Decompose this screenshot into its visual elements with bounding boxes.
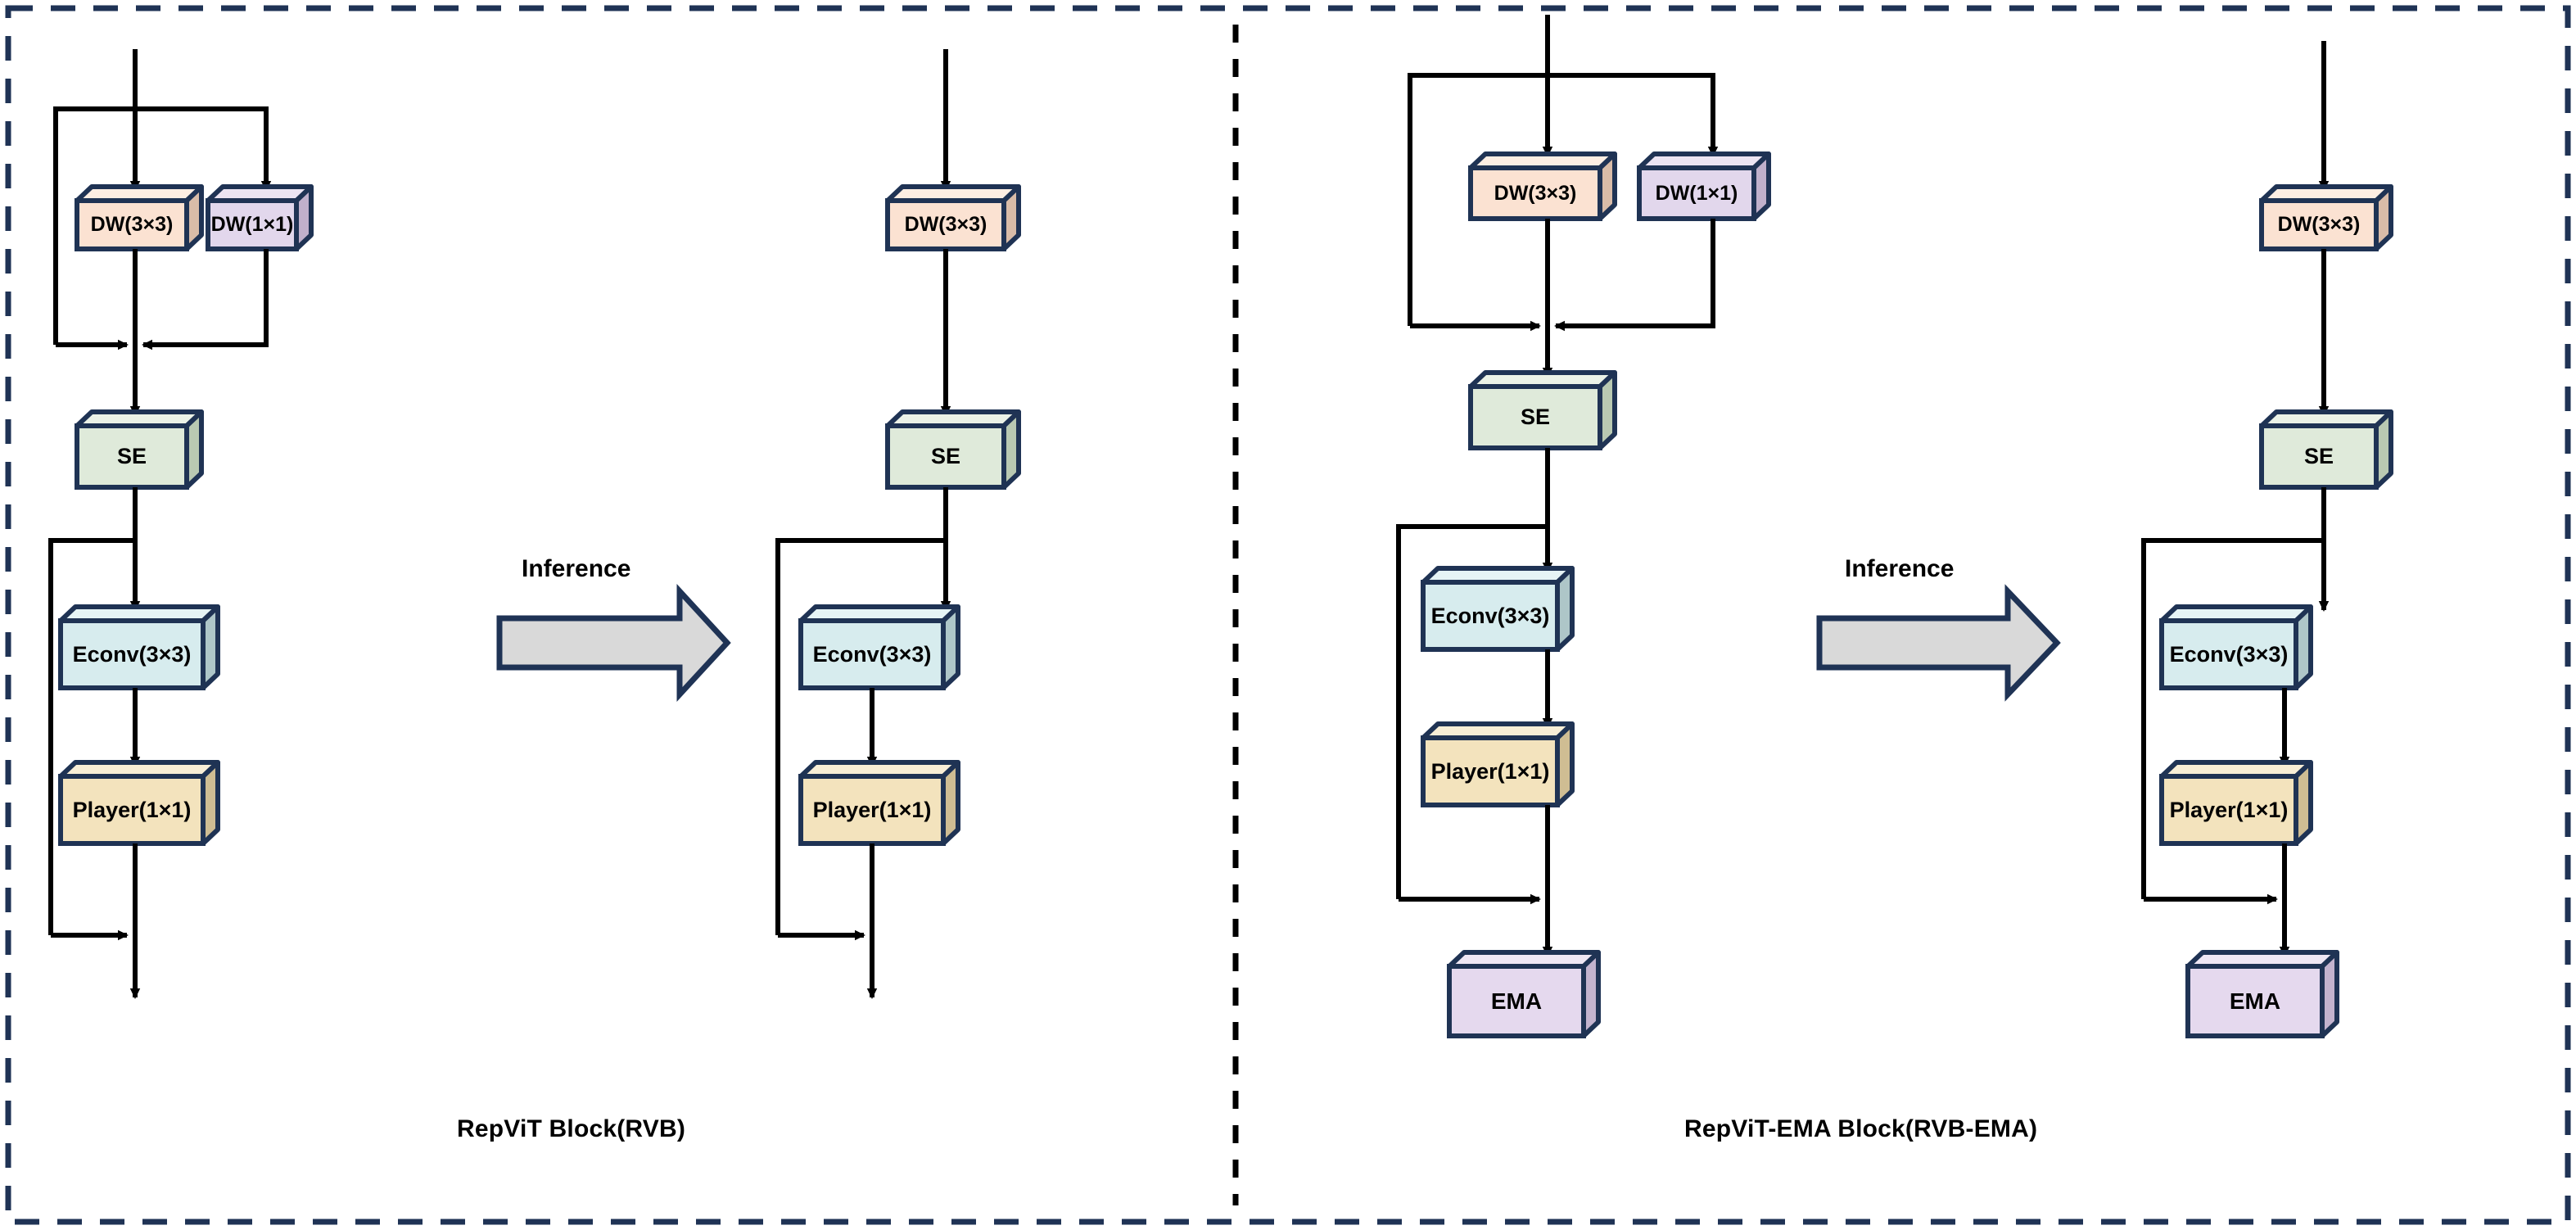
right-train-se-shape [1468, 370, 1617, 450]
panel-caption-rvb-ema: RepViT-EMA Block(RVB-EMA) [1684, 1115, 2038, 1142]
inference-arrow-label: Inference [1845, 555, 1955, 582]
left-train-dw3x3-shape [75, 184, 204, 251]
left-train-residual-down [48, 538, 135, 935]
right-train-dw3x3-shape [1468, 151, 1617, 221]
left-train-se-shape [75, 409, 204, 490]
right-inf-player-shape [2159, 760, 2313, 846]
left-inference-block-arrow [496, 584, 731, 702]
right-inf-se-shape [2259, 409, 2393, 490]
right-inf-ema-shape [2185, 950, 2339, 1038]
right-train-player-shape [1421, 721, 1575, 807]
left-inf-se-shape [885, 409, 1021, 490]
outer-dashed-border [5, 5, 2571, 1225]
left-train-dw1x1-shape [206, 184, 314, 251]
right-train-branch-bus [1548, 73, 1719, 157]
right-inf-econv-shape [2159, 604, 2313, 690]
left-train-dw1x1-merge [142, 249, 269, 350]
left-train-branch-bus [135, 106, 272, 192]
left-train-branch-bus-left [53, 106, 135, 345]
right-inf-residual-down [2141, 538, 2324, 899]
right-inference-block-arrow [1816, 584, 2061, 702]
left-inf-residual-down [775, 538, 946, 935]
left-inf-dw3x3-shape [885, 184, 1021, 251]
right-train-branch-bus-left [1408, 73, 1548, 326]
left-train-econv-shape [58, 604, 220, 690]
right-train-dw1x1-shape [1637, 151, 1771, 221]
right-train-dw1x1-merge [1554, 219, 1715, 332]
right-train-ema-shape [1447, 950, 1601, 1038]
right-train-residual-down [1396, 524, 1548, 899]
inference-arrow-label: Inference [522, 555, 631, 582]
right-inf-dw3x3-shape [2259, 184, 2393, 251]
left-train-player-shape [58, 760, 220, 846]
panel-caption-rvb: RepViT Block(RVB) [457, 1115, 686, 1142]
left-inf-player-shape [798, 760, 960, 846]
right-train-econv-shape [1421, 566, 1575, 652]
left-inf-econv-shape [798, 604, 960, 690]
